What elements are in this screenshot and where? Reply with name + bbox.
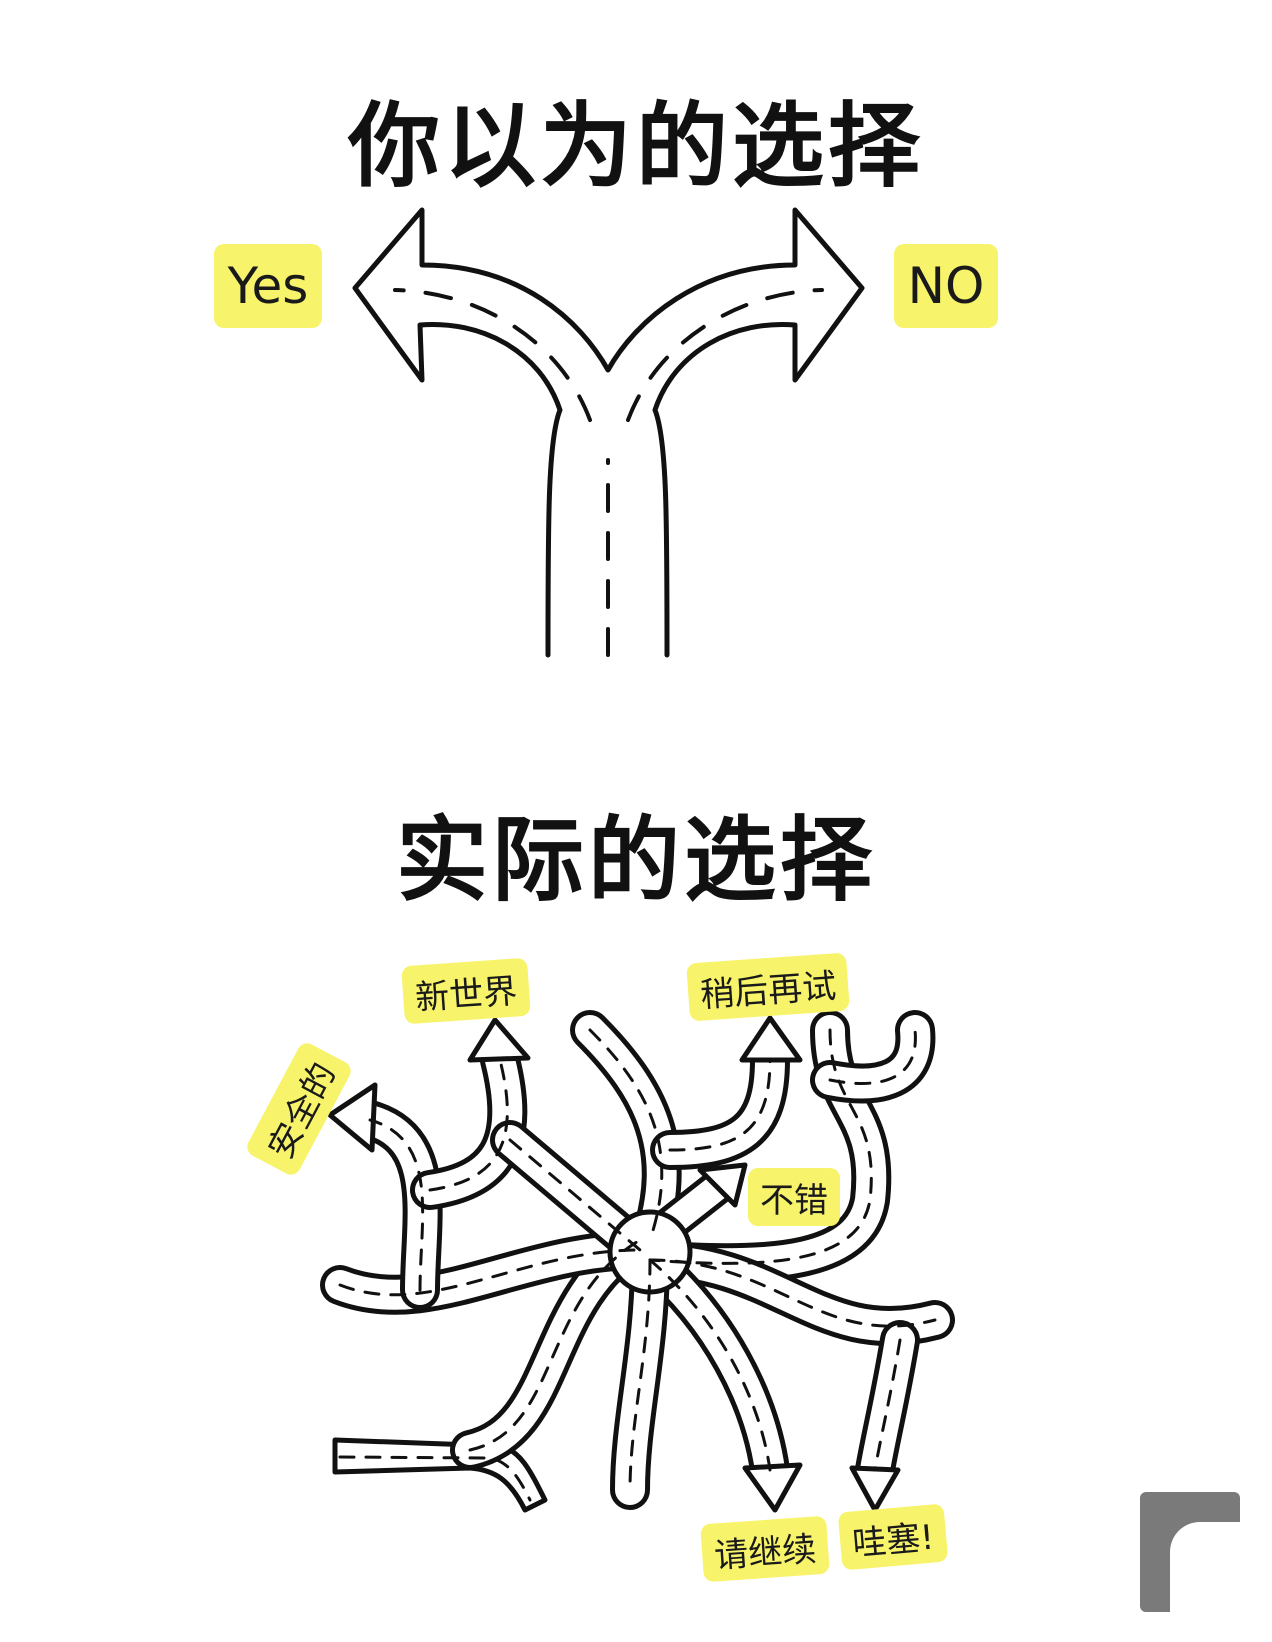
label-not-bad: 不错 xyxy=(748,1168,840,1226)
title-actual-choice: 实际的选择 xyxy=(395,807,876,914)
label-new-world: 新世界 xyxy=(401,957,531,1025)
fork-dashes xyxy=(393,288,824,657)
fork-road xyxy=(352,207,865,658)
label-wow: 哇塞! xyxy=(837,1503,948,1571)
label-try-later: 稍后再试 xyxy=(686,952,850,1022)
label-yes: Yes xyxy=(214,244,322,328)
watermark-logo xyxy=(1140,1492,1240,1612)
label-continue: 请继续 xyxy=(700,1515,830,1583)
tangled-dashes xyxy=(338,1028,937,1502)
label-no: NO xyxy=(894,244,998,328)
title-imagined-choice: 你以为的选择 xyxy=(347,93,924,200)
